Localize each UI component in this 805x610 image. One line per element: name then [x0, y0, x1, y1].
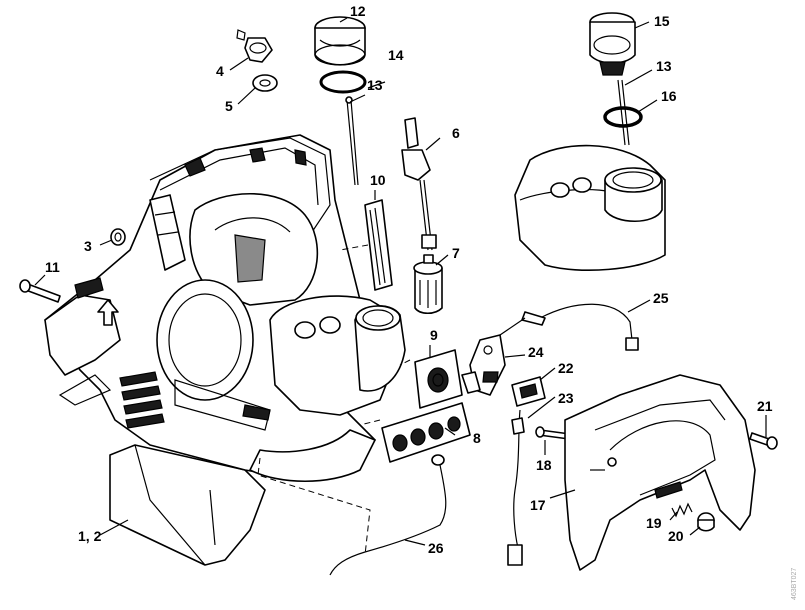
part-9-choke-decal [414, 349, 463, 409]
callout-14: 14 [388, 47, 404, 63]
part-26-ground-wire [329, 454, 447, 576]
callout-15: 15 [654, 13, 670, 29]
callout-21: 21 [757, 398, 773, 414]
part-16-o-ring [603, 106, 643, 128]
callout-1-2: 1, 2 [78, 528, 102, 544]
callout-13-left: 13 [367, 77, 383, 93]
callout-12: 12 [350, 3, 366, 19]
part-3-grommet [110, 228, 126, 246]
part-15-tank-cap [589, 12, 636, 76]
callout-5: 5 [225, 98, 233, 114]
callout-3: 3 [84, 238, 92, 254]
callout-6: 6 [452, 125, 460, 141]
part-6-fuel-pickup [401, 117, 437, 251]
part-20-button [697, 512, 715, 532]
part-14-o-ring [319, 70, 367, 94]
callout-20: 20 [668, 528, 684, 544]
part-22-stop-switch [511, 376, 546, 407]
callout-4: 4 [216, 63, 224, 79]
blower-housing [44, 134, 406, 566]
callout-22: 22 [558, 360, 574, 376]
callout-24: 24 [528, 344, 544, 360]
part-11-screw [19, 279, 61, 303]
callout-16: 16 [661, 88, 677, 104]
part-13-fuel-line-right [617, 79, 630, 146]
part-24-throttle-lever [461, 334, 506, 396]
callout-19: 19 [646, 515, 662, 531]
callout-10: 10 [370, 172, 386, 188]
callout-23: 23 [558, 390, 574, 406]
callout-26: 26 [428, 540, 444, 556]
part-5-washer [252, 74, 278, 92]
callout-7: 7 [452, 245, 460, 261]
part-4-plug [236, 29, 273, 63]
part-7-fuel-filter [413, 254, 443, 315]
part-25-throttle-cable [499, 303, 639, 351]
part-13-fuel-line-left [345, 96, 359, 186]
part-10-label-strip [364, 199, 393, 291]
part-17-handle-housing [564, 374, 756, 571]
callout-8: 8 [473, 430, 481, 446]
callout-9: 9 [430, 327, 438, 343]
callout-13-right: 13 [656, 58, 672, 74]
part-23-wiring-harness [507, 409, 525, 566]
fuel-tank [514, 144, 666, 271]
leader-lines [34, 17, 767, 546]
part-12-tank-cap [314, 16, 366, 66]
callout-11: 11 [45, 259, 60, 275]
callout-25: 25 [653, 290, 669, 306]
callout-labels: 1, 2 3 4 5 6 7 8 9 10 11 12 13 13 14 15 … [45, 3, 773, 556]
assembly-lines [257, 244, 411, 556]
part-21-screw [749, 432, 778, 450]
callout-17: 17 [530, 497, 546, 513]
vent-slots [119, 371, 165, 429]
part-8-warning-decal [381, 402, 471, 463]
drawing-stamp: 463BT027 [791, 568, 798, 600]
callout-18: 18 [536, 457, 552, 473]
